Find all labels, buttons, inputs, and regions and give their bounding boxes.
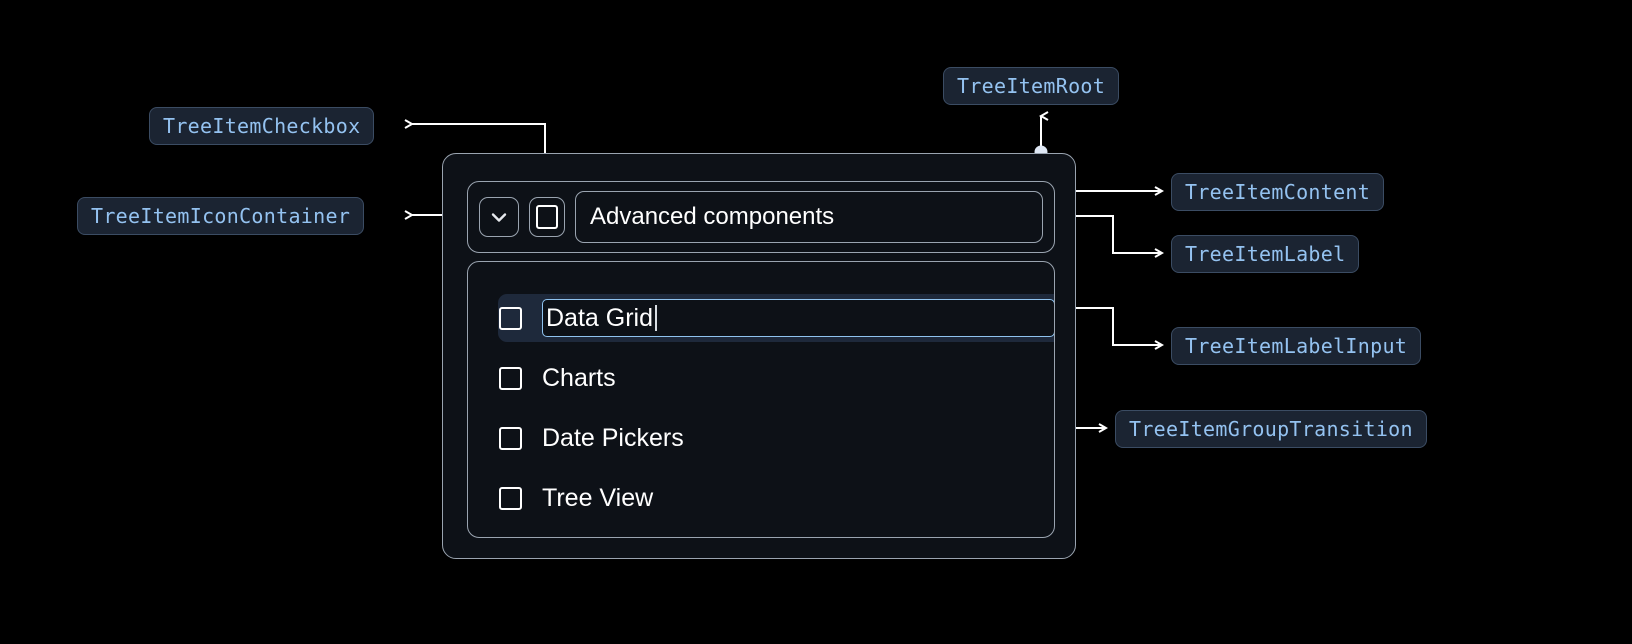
annotation-tree-item-label-input: TreeItemLabelInput xyxy=(1171,327,1422,365)
annotation-tree-item-label: TreeItemLabel xyxy=(1171,235,1360,273)
tree-item-label[interactable]: Advanced components xyxy=(575,191,1043,243)
tree-item-label: Charts xyxy=(542,363,616,392)
tree-item-label-text: Advanced components xyxy=(590,203,835,230)
checkbox-unchecked-icon xyxy=(536,205,558,229)
tree-item-checkbox[interactable] xyxy=(499,306,522,330)
tree-item-label-input[interactable]: Data Grid xyxy=(542,299,1054,337)
text-caret xyxy=(654,305,657,331)
annotation-label: TreeItemLabel xyxy=(1185,242,1346,266)
annotation-tree-item-icon-container: TreeItemIconContainer xyxy=(77,197,365,235)
annotation-tree-item-root: TreeItemRoot xyxy=(943,67,1120,105)
annotation-label: TreeItemIconContainer xyxy=(91,204,351,228)
tree-item-checkbox[interactable] xyxy=(529,197,565,237)
annotation-label: TreeItemContent xyxy=(1185,180,1371,204)
annotation-label: TreeItemGroupTransition xyxy=(1129,417,1413,441)
tree-item-group-transition: Data Grid Charts Date Pickers Tree View xyxy=(467,261,1055,538)
tree-row[interactable]: Tree View xyxy=(468,474,653,522)
tree-row[interactable]: Data Grid xyxy=(498,294,1054,342)
tree-item-label: Tree View xyxy=(542,483,654,512)
annotation-tree-item-checkbox: TreeItemCheckbox xyxy=(149,107,375,145)
tree-item-label: Date Pickers xyxy=(542,423,684,452)
tree-item-checkbox[interactable] xyxy=(499,486,522,510)
tree-item-checkbox[interactable] xyxy=(499,426,522,450)
annotation-tree-item-content: TreeItemContent xyxy=(1171,173,1385,211)
tree-item-root[interactable]: Advanced components Data Grid Charts Dat… xyxy=(442,153,1076,559)
tree-row[interactable]: Date Pickers xyxy=(468,414,684,462)
tree-item-checkbox[interactable] xyxy=(499,366,522,390)
tree-row[interactable]: Charts xyxy=(468,354,616,402)
tree-item-content[interactable]: Advanced components xyxy=(467,181,1055,253)
annotation-label: TreeItemRoot xyxy=(957,74,1106,98)
tree-item-label-input-value: Data Grid xyxy=(546,303,653,332)
annotation-tree-item-group-transition: TreeItemGroupTransition xyxy=(1115,410,1427,448)
tree-item-icon-container[interactable] xyxy=(479,197,519,237)
chevron-down-icon xyxy=(487,205,511,229)
annotation-label: TreeItemCheckbox xyxy=(163,114,361,138)
annotation-label: TreeItemLabelInput xyxy=(1185,334,1408,358)
